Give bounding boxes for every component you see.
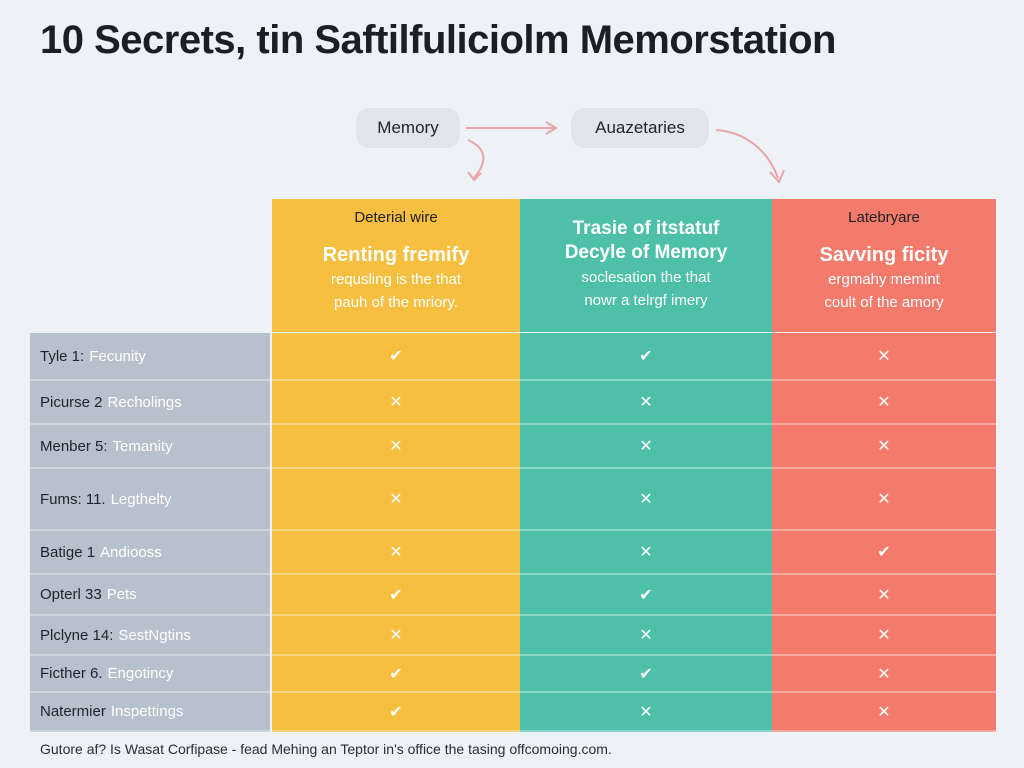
- table-row-label: Ficther 6.Engotincy: [30, 656, 270, 693]
- column-desc-line1: requsling is the that: [330, 271, 462, 288]
- column-desc-line2: coult of the amory: [824, 294, 944, 311]
- row-label-primary: Tyle 1:: [40, 347, 85, 365]
- cross-icon: ✕: [272, 531, 520, 575]
- check-icon: ✔: [520, 333, 772, 381]
- table-row-label: Plclyne 14:SestNgtins: [30, 616, 270, 656]
- row-label-primary: Opterl 33: [40, 586, 102, 603]
- cross-icon: ✕: [520, 616, 772, 656]
- row-label-primary: Ficther 6.: [40, 665, 103, 682]
- check-icon: ✔: [272, 333, 520, 381]
- column-desc-line1: ergmahy memint: [828, 271, 940, 288]
- table-row-label: Tyle 1:Fecunity: [30, 333, 270, 381]
- cross-icon: ✕: [772, 333, 996, 381]
- cross-icon: ✕: [772, 693, 996, 732]
- column-kicker: Latebryare: [848, 209, 920, 226]
- row-label-secondary: Pets: [106, 586, 137, 603]
- column-kicker: Deterial wire: [354, 209, 438, 226]
- column-desc-line2: pauh of the mriory.: [334, 294, 458, 311]
- page-title: 10 Secrets, tin Saftilfuliciolm Memorsta…: [40, 18, 836, 62]
- row-label-primary: Menber 5:: [40, 437, 108, 455]
- cross-icon: ✕: [520, 531, 772, 575]
- flow-node-auazetaries: Auazetaries: [571, 108, 709, 148]
- cross-icon: ✕: [772, 469, 996, 531]
- row-label-secondary: Engotincy: [107, 665, 174, 682]
- column-desc-line2: nowr a telrgf imery: [584, 292, 708, 309]
- flow-arrows: [466, 121, 785, 184]
- flow-node-memory: Memory: [356, 108, 460, 148]
- row-label-primary: Picurse 2: [40, 393, 103, 411]
- cross-icon: ✕: [772, 381, 996, 425]
- cross-icon: ✕: [520, 381, 772, 425]
- cross-icon: ✕: [772, 616, 996, 656]
- row-label-primary: Plclyne 14:: [40, 626, 114, 644]
- check-icon: ✔: [272, 575, 520, 616]
- column-headline: Renting fremify: [322, 244, 470, 266]
- cross-icon: ✕: [520, 425, 772, 469]
- row-label-secondary: Legthelty: [110, 490, 172, 508]
- column-headline-line2: Decyle of Memory: [564, 242, 728, 263]
- cross-icon: ✕: [272, 381, 520, 425]
- cross-icon: ✕: [520, 469, 772, 531]
- cross-icon: ✕: [272, 469, 520, 531]
- row-label-secondary: Fecunity: [89, 347, 146, 365]
- cross-icon: ✕: [772, 656, 996, 693]
- row-label-secondary: Recholings: [107, 393, 182, 411]
- row-label-secondary: Temanity: [112, 437, 173, 455]
- check-icon: ✔: [520, 656, 772, 693]
- check-icon: ✔: [520, 575, 772, 616]
- row-label-secondary: Inspettings: [110, 703, 184, 720]
- column-headline-line1: Trasie of itstatuf: [572, 218, 720, 239]
- cross-icon: ✕: [272, 616, 520, 656]
- column-header-3: Latebryare Savving ficity ergmahy memint…: [772, 199, 996, 332]
- cross-icon: ✕: [272, 425, 520, 469]
- footer-note: Gutore af? Is Wasat Corfipase - fead Meh…: [40, 741, 612, 757]
- column-desc-line1: soclesation the that: [581, 269, 711, 286]
- cross-icon: ✕: [772, 425, 996, 469]
- cross-icon: ✕: [772, 575, 996, 616]
- cross-icon: ✕: [520, 693, 772, 732]
- check-icon: ✔: [772, 531, 996, 575]
- row-label-secondary: Andiooss: [100, 543, 162, 561]
- column-header-1: Deterial wire Renting fremify requsling …: [272, 199, 520, 332]
- column-header-2: Trasie of itstatuf Decyle of Memory socl…: [520, 199, 772, 332]
- check-icon: ✔: [272, 656, 520, 693]
- table-row-label: Fums: 11.Legthelty: [30, 469, 270, 531]
- row-label-primary: Natermier: [40, 703, 106, 720]
- row-label-secondary: SestNgtins: [118, 626, 191, 644]
- row-label-primary: Batige 1: [40, 543, 96, 561]
- check-icon: ✔: [272, 693, 520, 732]
- table-row-label: Menber 5:Temanity: [30, 425, 270, 469]
- row-label-primary: Fums: 11.: [40, 490, 106, 508]
- column-headline: Savving ficity: [819, 244, 949, 266]
